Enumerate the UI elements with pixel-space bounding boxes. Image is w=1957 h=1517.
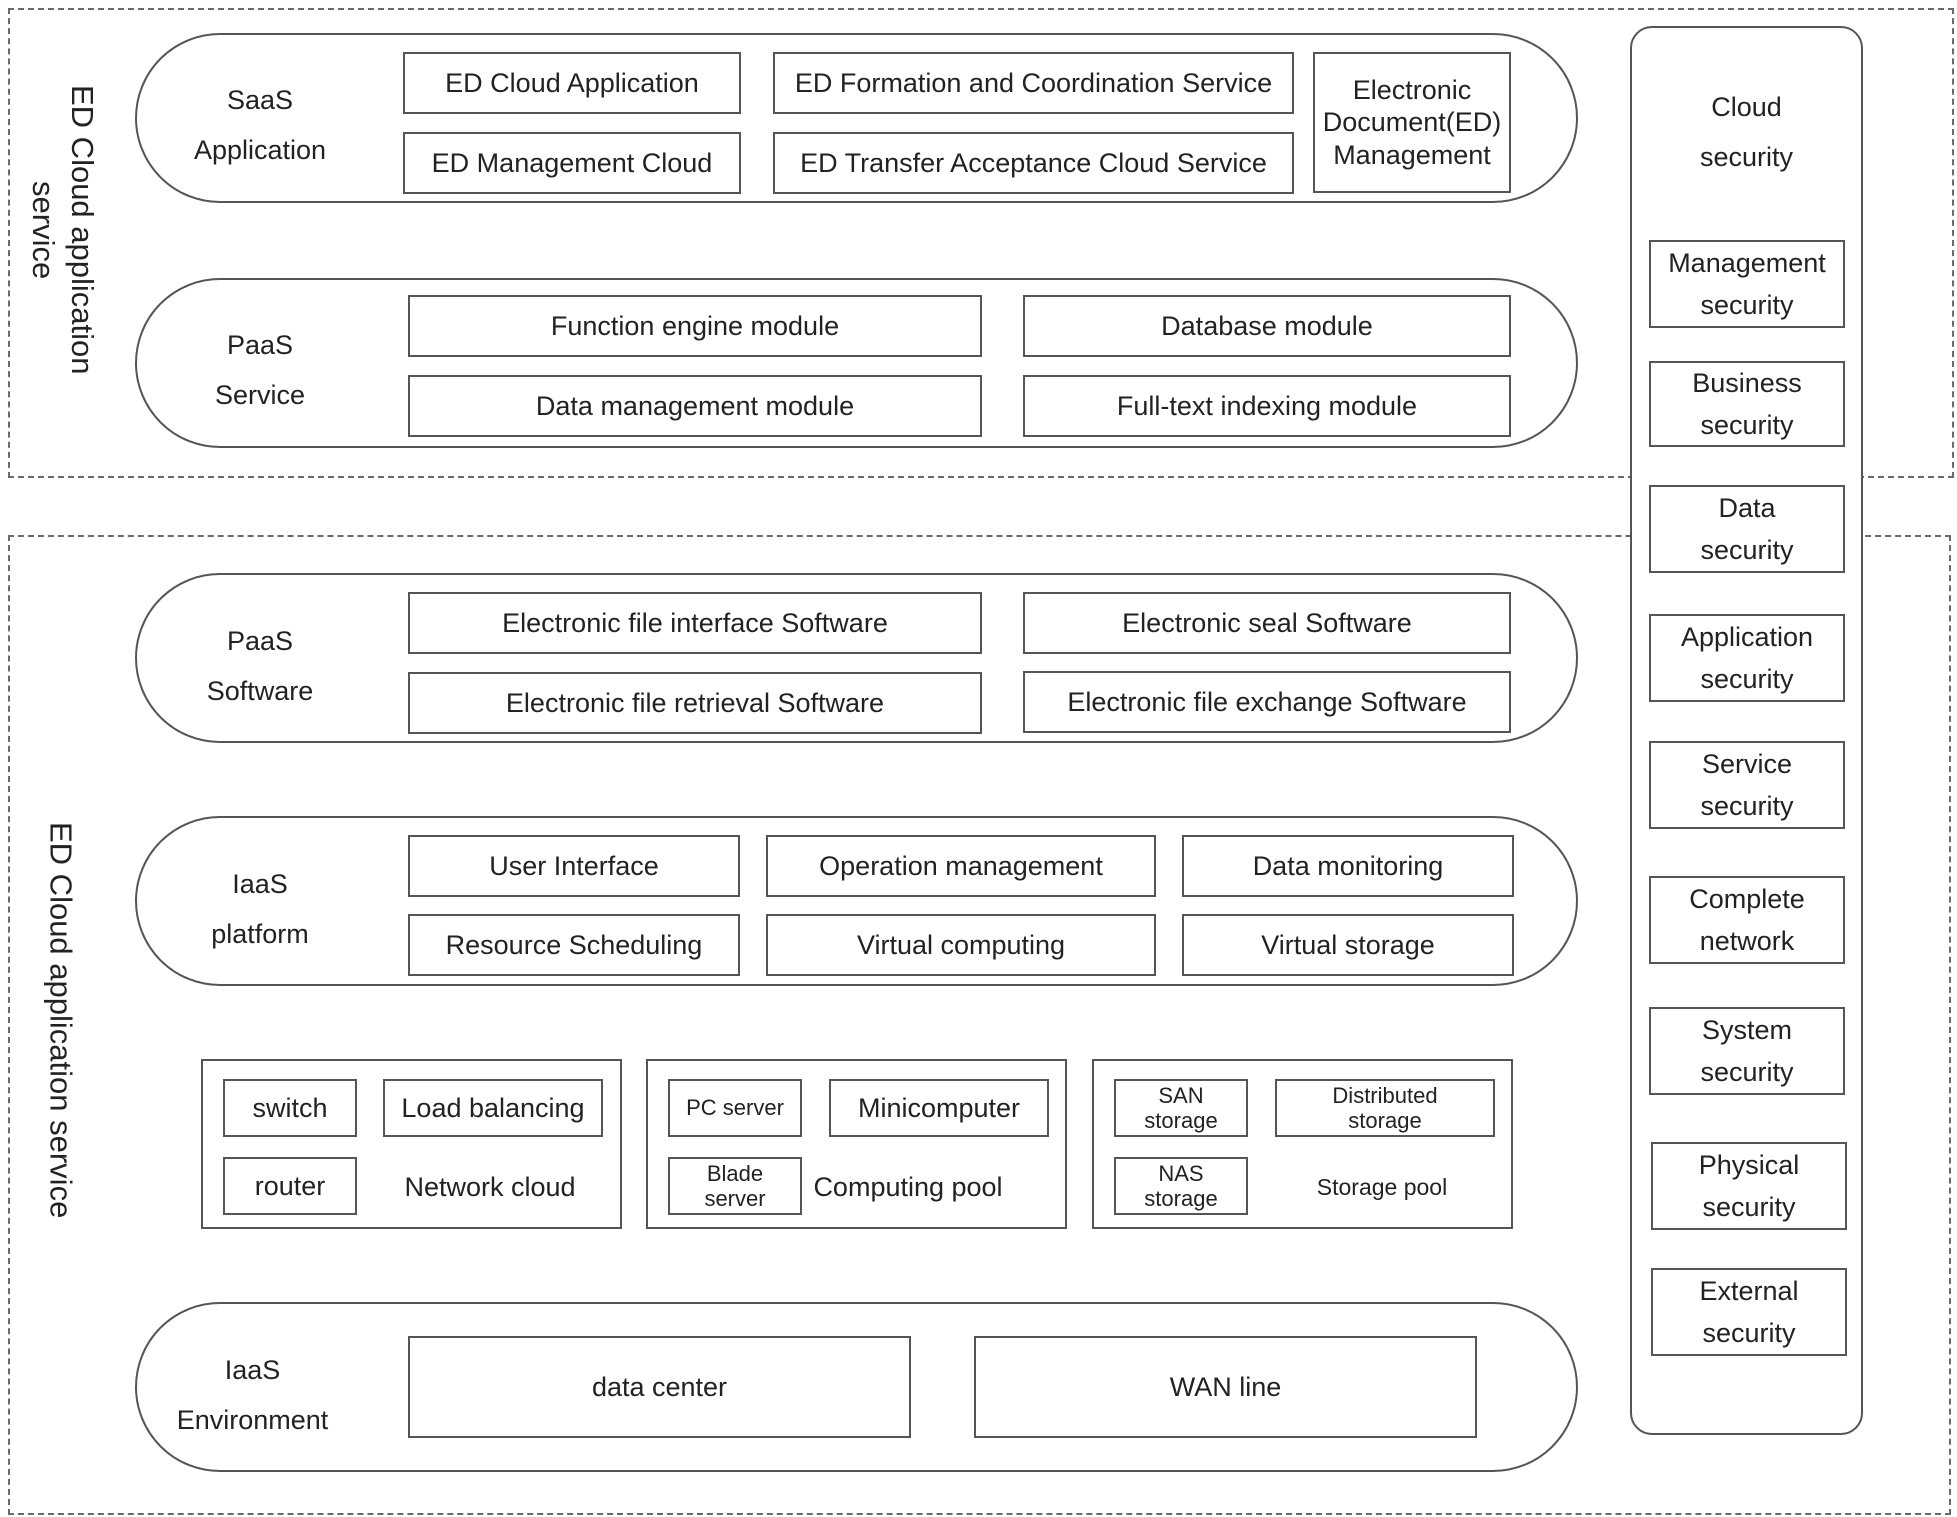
ed-cloud-application-box: ED Cloud Application (403, 52, 741, 114)
data-center-box: data center (408, 1336, 911, 1438)
resource-scheduling-box: Resource Scheduling (408, 914, 740, 976)
paas-service-label: PaaS Service (214, 330, 306, 410)
computing-pool-label: Computing pool (813, 1171, 1003, 1202)
iaas-environment-label: IaaS Environment (176, 1355, 329, 1435)
data-monitoring-box: Data monitoring (1182, 835, 1514, 897)
distributed-storage-box: Distributed storage (1275, 1079, 1495, 1137)
full-text-indexing-module-box: Full-text indexing module (1023, 375, 1511, 437)
operation-management-box: Operation management (766, 835, 1156, 897)
load-balancing-box: Load balancing (383, 1079, 603, 1137)
complete-network-box: Complete network (1649, 876, 1845, 964)
storage-pool-label: Storage pool (1316, 1173, 1448, 1200)
data-management-module-box: Data management module (408, 375, 982, 437)
pc-server-box: PC server (668, 1079, 802, 1137)
database-module-box: Database module (1023, 295, 1511, 357)
electronic-file-retrieval-box: Electronic file retrieval Software (408, 672, 982, 734)
paas-software-label: PaaS Software (206, 626, 314, 706)
ed-management-cloud-box: ED Management Cloud (403, 132, 741, 194)
system-security-box: System security (1649, 1007, 1845, 1095)
data-security-box: Data security (1649, 485, 1845, 573)
application-security-box: Application security (1649, 614, 1845, 702)
switch-box: switch (223, 1079, 357, 1137)
electronic-file-exchange-box: Electronic file exchange Software (1023, 671, 1511, 733)
external-security-box: External security (1651, 1268, 1847, 1356)
top-region-frame (8, 8, 1954, 478)
electronic-seal-box: Electronic seal Software (1023, 592, 1511, 654)
physical-security-box: Physical security (1651, 1142, 1847, 1230)
iaas-platform-label: IaaS platform (211, 869, 309, 949)
service-security-box: Service security (1649, 741, 1845, 829)
virtual-storage-box: Virtual storage (1182, 914, 1514, 976)
san-storage-box: SAN storage (1114, 1079, 1248, 1137)
virtual-computing-box: Virtual computing (766, 914, 1156, 976)
management-security-box: Management security (1649, 240, 1845, 328)
nas-storage-box: NAS storage (1114, 1157, 1248, 1215)
wan-line-box: WAN line (974, 1336, 1477, 1438)
bottom-region-frame (8, 535, 1951, 1515)
function-engine-module-box: Function engine module (408, 295, 982, 357)
ed-management-box: Electronic Document(ED) Management (1313, 52, 1511, 193)
cloud-security-title: Cloud security (1699, 92, 1794, 172)
network-cloud-label: Network cloud (404, 1171, 576, 1202)
user-interface-box: User Interface (408, 835, 740, 897)
top-region-label: ED Cloud application service (26, 85, 100, 375)
business-security-box: Business security (1649, 361, 1845, 447)
saas-application-label: SaaS Application (193, 85, 327, 165)
ed-formation-coordination-box: ED Formation and Coordination Service (773, 52, 1294, 114)
bottom-region-label: ED Cloud application service (43, 821, 79, 1219)
electronic-file-interface-box: Electronic file interface Software (408, 592, 982, 654)
ed-transfer-acceptance-box: ED Transfer Acceptance Cloud Service (773, 132, 1294, 194)
minicomputer-box: Minicomputer (829, 1079, 1049, 1137)
blade-server-box: Blade server (668, 1157, 802, 1215)
router-box: router (223, 1157, 357, 1215)
